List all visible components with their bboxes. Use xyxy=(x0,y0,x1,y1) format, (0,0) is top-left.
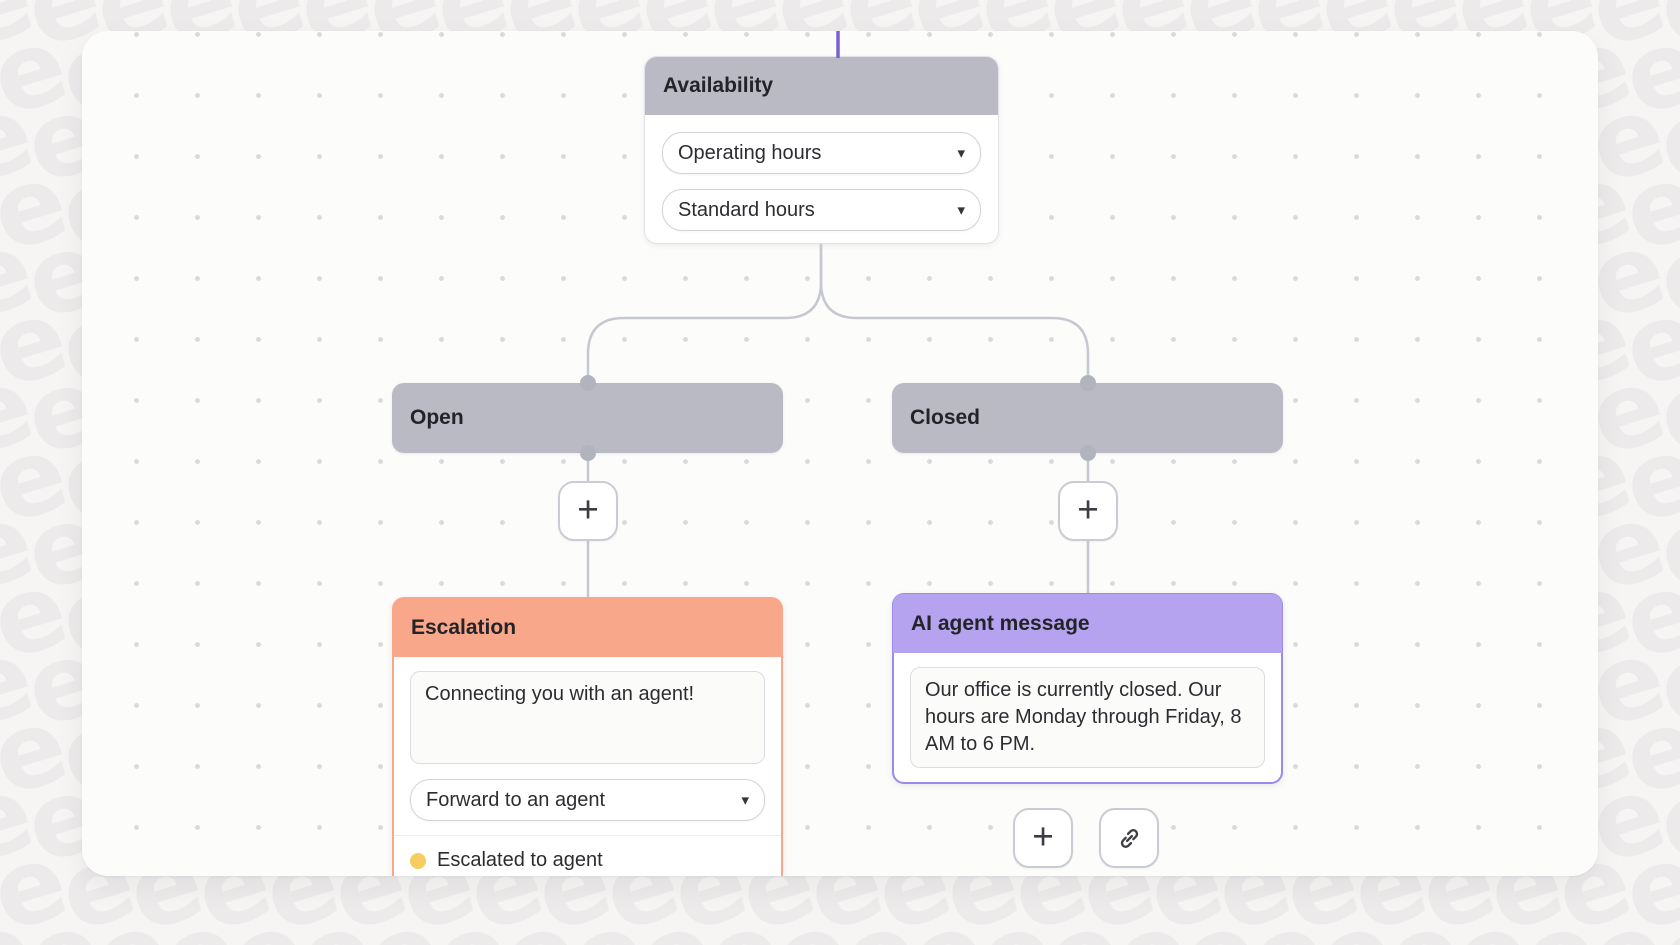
select-value: Forward to an agent xyxy=(426,788,605,811)
ai-node-body: Our office is currently closed. Our hour… xyxy=(894,652,1281,782)
add-step-button-closed[interactable]: + xyxy=(1058,481,1118,541)
escalation-status: Escalated to agent xyxy=(394,835,781,876)
plus-icon: + xyxy=(1032,816,1054,857)
add-step-button[interactable]: + xyxy=(1013,808,1073,868)
add-step-button-open[interactable]: + xyxy=(558,481,618,541)
plus-icon: + xyxy=(577,489,599,530)
select-value: Operating hours xyxy=(678,141,822,164)
ai-message-box[interactable]: Our office is currently closed. Our hour… xyxy=(910,667,1265,768)
connector-availability-closed xyxy=(819,244,1090,383)
chevron-down-icon: ▾ xyxy=(741,791,749,809)
availability-node-body: Operating hours ▾ Standard hours ▾ xyxy=(645,115,998,243)
node-header: AI agent message xyxy=(893,594,1282,653)
link-icon xyxy=(1120,828,1138,848)
escalation-node-body: Connecting you with an agent! Forward to… xyxy=(394,656,781,835)
status-dot-icon xyxy=(410,852,426,869)
escalation-message-box[interactable]: Connecting you with an agent! xyxy=(410,671,765,764)
escalation-action-select[interactable]: Forward to an agent ▾ xyxy=(410,779,765,821)
node-title: Availability xyxy=(663,74,774,97)
connector-availability-open xyxy=(586,244,823,383)
select-value: Standard hours xyxy=(678,198,815,221)
flow-canvas[interactable]: Availability Operating hours ▾ Standard … xyxy=(82,31,1598,876)
chevron-down-icon: ▾ xyxy=(957,144,965,162)
ai-agent-message-node[interactable]: AI agent message Our office is currently… xyxy=(892,593,1283,784)
node-header: Availability xyxy=(645,57,998,115)
node-title: AI agent message xyxy=(911,611,1090,635)
chevron-down-icon: ▾ xyxy=(957,201,965,219)
branch-label: Open xyxy=(410,406,464,429)
operating-hours-select[interactable]: Operating hours ▾ xyxy=(662,132,981,174)
availability-node[interactable]: Availability Operating hours ▾ Standard … xyxy=(645,57,998,243)
node-header: Escalation xyxy=(393,598,782,657)
branch-node-open[interactable]: Open xyxy=(392,383,783,453)
status-label: Escalated to agent xyxy=(437,849,603,871)
branch-node-closed[interactable]: Closed xyxy=(892,383,1283,453)
hours-schedule-select[interactable]: Standard hours ▾ xyxy=(662,189,981,231)
escalation-node[interactable]: Escalation Connecting you with an agent!… xyxy=(392,597,783,876)
plus-icon: + xyxy=(1077,489,1099,530)
link-step-button[interactable] xyxy=(1099,808,1159,868)
node-title: Escalation xyxy=(411,615,517,639)
branch-label: Closed xyxy=(910,406,981,429)
